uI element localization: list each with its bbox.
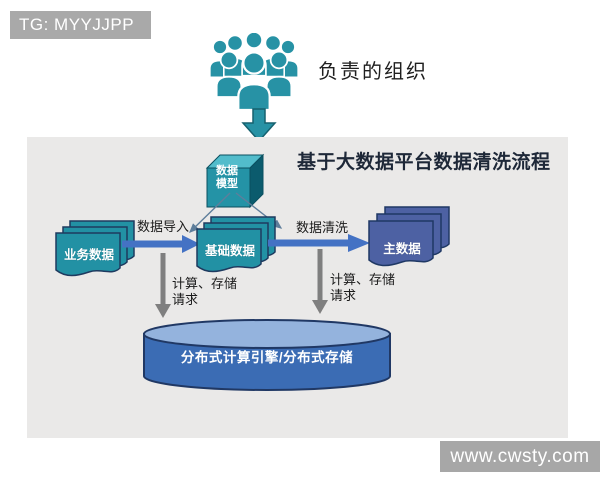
basic-data-node: 基础数据 <box>204 244 255 258</box>
request-arrow-right <box>312 249 328 314</box>
clean-arrow <box>268 234 370 252</box>
org-label: 负责的组织 <box>318 61 428 83</box>
master-data-node: 主数据 <box>383 242 421 256</box>
request-left-line2: 请求 <box>172 292 199 307</box>
import-edge-label: 数据导入 <box>137 219 190 234</box>
request-arrow-left <box>155 253 171 318</box>
data-model-cube-icon <box>205 153 265 209</box>
request-right-line1: 计算、存储 <box>330 272 396 287</box>
diagram-title: 基于大数据平台数据清洗流程 <box>297 152 551 173</box>
business-data-stack-icon <box>55 220 135 277</box>
request-label-left: 计算、存储 请求 <box>172 276 237 308</box>
storage-cylinder-icon <box>143 319 391 391</box>
data-model-node: 数据 模型 <box>206 165 248 191</box>
request-right-line2: 请求 <box>330 288 357 303</box>
down-arrow-icon <box>241 108 277 143</box>
request-label-right: 计算、存储 请求 <box>330 272 395 304</box>
tg-badge: TG: MYYJJPP <box>10 11 151 39</box>
people-group-icon <box>209 33 299 112</box>
watermark: www.cwsty.com <box>440 441 600 472</box>
storage-node: 分布式计算引擎/分布式存储 <box>180 350 354 365</box>
request-left-line1: 计算、存储 <box>172 276 238 291</box>
data-model-label-line2: 模型 <box>216 178 238 190</box>
business-data-node: 业务数据 <box>63 248 114 262</box>
basic-data-stack-icon <box>196 216 276 273</box>
clean-edge-label: 数据清洗 <box>296 220 349 235</box>
data-model-label-line1: 数据 <box>216 165 238 177</box>
import-arrow <box>122 235 200 253</box>
master-data-stack-icon <box>368 206 450 267</box>
